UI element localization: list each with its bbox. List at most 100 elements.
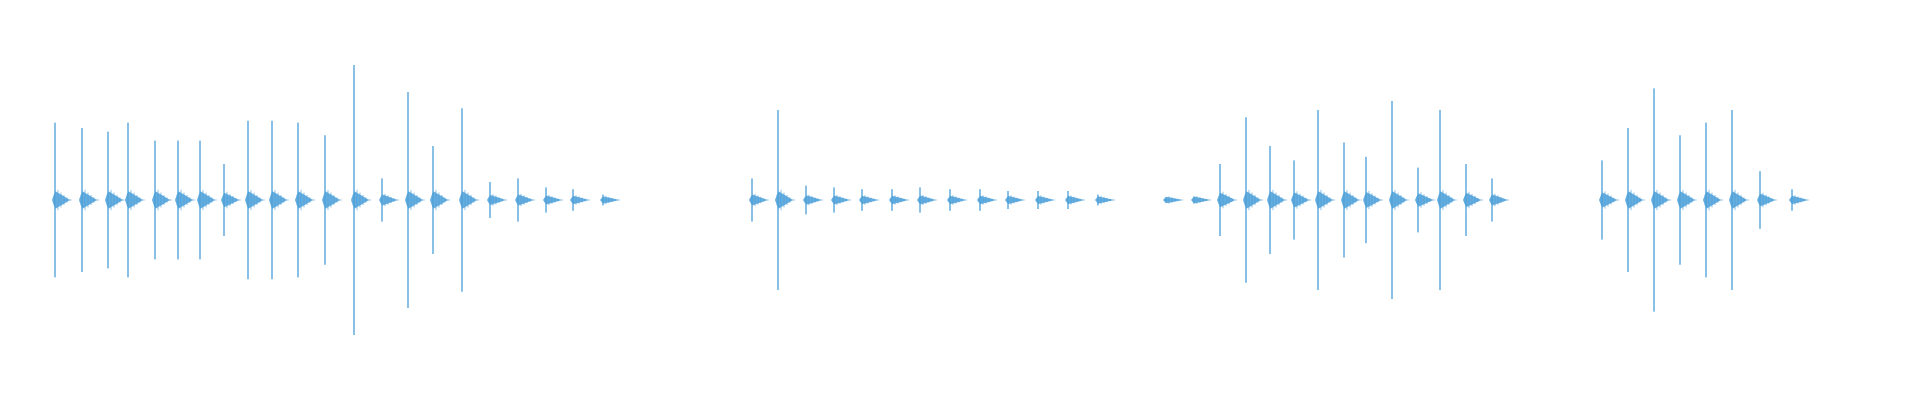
waveform-peak: [1677, 135, 1698, 265]
waveform-tail: [570, 195, 591, 205]
waveform-peak: [1267, 146, 1288, 254]
waveform-tail: [1415, 193, 1436, 207]
waveform-peak: [245, 120, 266, 280]
waveform-tail: [917, 195, 938, 205]
waveform-peak: [430, 146, 451, 254]
waveform-tail: [1243, 191, 1264, 209]
waveform-peak: [322, 135, 343, 265]
waveform-peak: [1217, 164, 1238, 236]
waveform-tail: [1217, 192, 1238, 208]
waveform-tail: [1625, 191, 1646, 209]
waveform-peak: [1415, 167, 1436, 233]
waveform-peak: [947, 189, 968, 211]
waveform-peak: [1651, 88, 1672, 312]
waveform-tail: [105, 191, 126, 209]
waveform-peak: [775, 110, 796, 290]
waveform-peak: [749, 178, 770, 222]
waveform-tail: [1363, 191, 1384, 209]
waveform-peak: [152, 140, 173, 260]
waveform-tail: [79, 191, 100, 209]
waveform-tail: [1267, 191, 1288, 209]
waveform-tail: [889, 195, 910, 205]
waveform-peak: [221, 164, 242, 236]
waveform-peak: [52, 122, 73, 278]
waveform-tail: [1035, 195, 1056, 205]
waveform-peak: [351, 65, 372, 335]
waveform-tail: [430, 191, 451, 209]
waveform-peak: [1363, 156, 1384, 244]
waveform-tail: [379, 194, 400, 206]
waveform-peak: [859, 189, 880, 211]
waveform-tail: [1677, 191, 1698, 209]
waveform-tail: [1437, 191, 1458, 209]
waveform-layer: [52, 65, 1810, 335]
waveform-tail: [1315, 191, 1336, 209]
waveform-tail: [152, 191, 173, 209]
waveform-tail: [803, 195, 824, 205]
waveform-tail: [600, 196, 621, 204]
waveform-peak: [1005, 191, 1026, 209]
waveform-tail: [1191, 196, 1212, 204]
waveform-peak: [1243, 117, 1264, 283]
waveform-peak: [1463, 164, 1484, 236]
waveform-peak: [917, 187, 938, 213]
waveform-peak: [1757, 171, 1778, 229]
waveform-peak: [889, 189, 910, 211]
waveform-tail: [1703, 191, 1724, 209]
waveform-tail: [405, 191, 426, 209]
waveform-tail: [1789, 195, 1810, 205]
waveform-peak: [977, 189, 998, 211]
waveform-tail: [749, 194, 770, 206]
waveform-tail: [295, 191, 316, 209]
waveform-peak: [1729, 110, 1750, 290]
waveform-peak: [125, 122, 146, 278]
waveform-peak: [1489, 178, 1510, 222]
waveform-tail: [543, 195, 564, 205]
waveform-tail: [1729, 191, 1750, 209]
waveform-peak: [405, 92, 426, 308]
waveform-peak: [543, 187, 564, 213]
waveform-tail: [1651, 191, 1672, 209]
waveform-tail: [515, 194, 536, 206]
waveform-tail: [1757, 193, 1778, 207]
waveform-peak: [1095, 194, 1116, 206]
waveform-tail: [52, 191, 73, 209]
waveform-tail: [1489, 194, 1510, 206]
waveform-peak: [1065, 191, 1086, 209]
waveform-tail: [197, 191, 218, 209]
waveform-tail: [1163, 196, 1184, 204]
waveform-tail: [245, 191, 266, 209]
waveform-peak: [459, 108, 480, 292]
waveform-tail: [1389, 191, 1410, 209]
waveform-peak: [831, 187, 852, 213]
waveform-peak: [1389, 101, 1410, 299]
waveform-peak: [570, 189, 591, 211]
waveform-tail: [487, 194, 508, 206]
waveform-peak: [269, 120, 290, 280]
waveform-tail: [977, 195, 998, 205]
waveform-peak: [1341, 142, 1362, 258]
waveform-tail: [221, 192, 242, 208]
waveform-peak: [295, 122, 316, 278]
waveform-peak: [1703, 122, 1724, 278]
waveform-tail: [1599, 192, 1620, 208]
waveform-tail: [1291, 192, 1312, 208]
waveform-tail: [859, 195, 880, 205]
waveform-tail: [1463, 192, 1484, 208]
waveform-peak: [1315, 110, 1336, 290]
waveform-peak: [1191, 196, 1212, 204]
waveform-peak: [105, 131, 126, 269]
waveform-peak: [1625, 128, 1646, 272]
waveform-peak: [600, 194, 621, 206]
waveform-tail: [125, 191, 146, 209]
waveform-peak: [197, 140, 218, 260]
waveform-peak: [1437, 110, 1458, 290]
waveform-peak: [1291, 160, 1312, 240]
waveform-tail: [175, 191, 196, 209]
waveform-peak: [1035, 191, 1056, 209]
waveform-peak: [379, 178, 400, 222]
waveform-tail: [1065, 195, 1086, 205]
waveform-peak: [1599, 160, 1620, 240]
